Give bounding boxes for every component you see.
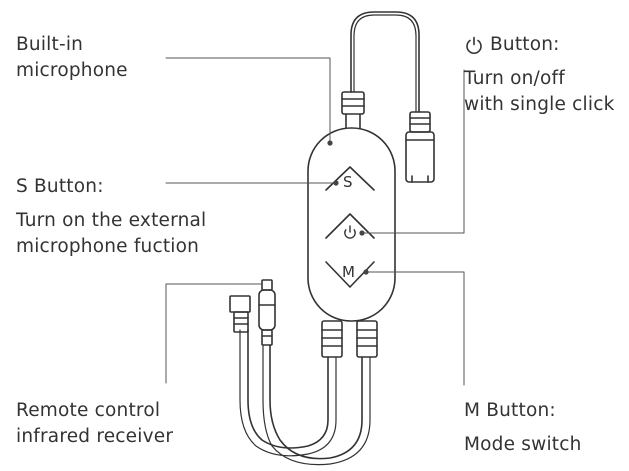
m-button-desc: Mode switch [464,432,582,458]
power-button-title: Button: [490,34,560,55]
power-button-chevrons [325,213,375,239]
s-button-desc-line-1: Turn on the external [16,210,207,231]
power-button-desc-line-2: with single click [464,94,615,115]
remote-line-1: Remote control [16,400,161,421]
m-button-label: M Button: [464,398,556,424]
controller-power-glyph [344,225,356,239]
s-button-label: S Button: [16,174,104,200]
bottom-strain-reliefs [321,320,378,358]
remote-label: Remote control infrared receiver [16,398,173,450]
m-key-letter: M [342,263,356,281]
power-icon [466,36,482,54]
top-cable [350,11,420,113]
m-button-title: M Button: [464,400,556,421]
s-key-letter: S [343,173,353,191]
leader-lines [165,57,465,386]
builtin-mic-line-2: microphone [16,60,128,81]
ir-receiver-plug [258,279,276,346]
s-button-title: S Button: [16,176,104,197]
leader-dots [327,140,369,275]
builtin-mic-line-1: Built-in [16,34,84,55]
power-button-desc-line-1: Turn on/off [464,68,565,89]
dc-connector [405,111,435,183]
bottom-cables [247,329,329,449]
power-button-label: Button: [464,32,560,58]
controller-body [307,127,396,322]
m-button-desc-line: Mode switch [464,434,582,455]
top-strain-relief [341,91,365,115]
s-button-desc-line-2: microphone fuction [16,236,200,257]
builtin-mic-label: Built-in microphone [16,32,128,84]
remote-line-2: infrared receiver [16,426,174,447]
s-button-desc: Turn on the external microphone fuction [16,208,206,260]
power-button-desc: Turn on/off with single click [464,66,615,118]
left-plug [229,295,251,333]
